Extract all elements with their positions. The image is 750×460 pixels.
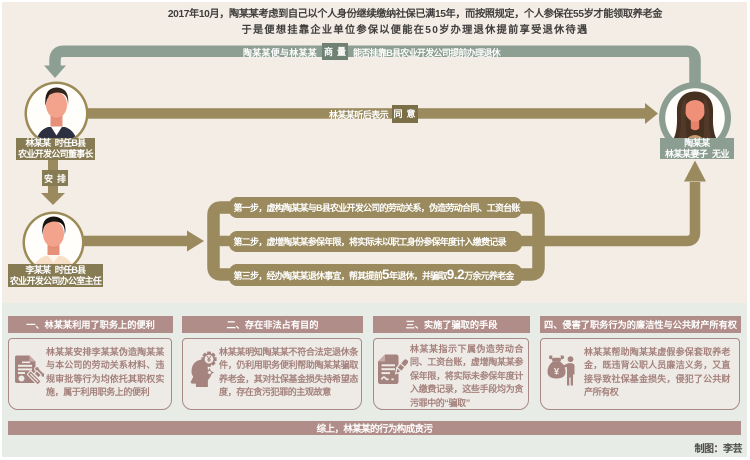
analysis-1-header: 一、林某某利用了职务上的便利 [8, 315, 173, 333]
consult-band-pre-text: 陶某某便与林某某 [243, 47, 318, 58]
label-tao-line1: 陶某某 [684, 137, 710, 148]
consult-connector-line [49, 45, 701, 86]
label-li-line1: 李某某 时任B县 [25, 264, 87, 275]
agree-tag: 同 意 [391, 104, 418, 123]
analysis-1-body: 林某某安排李某某伪造陶某某与本公司的劳动关系材料、违规审批等行为均依托其职权实施… [46, 346, 164, 398]
step-3-big-5: 5 [382, 267, 390, 282]
arrow-down-to-lin-icon [44, 65, 66, 78]
label-lin-line1: 林某某 时任B县 [25, 138, 87, 149]
intro-text: 2017年10月，陶某某考虑到自己以个人身份继续缴纳社保已满15年，而按照规定，… [80, 7, 750, 39]
intro-line-1: 2017年10月，陶某某考虑到自己以个人身份继续缴纳社保已满15年，而按照规定，… [167, 9, 663, 20]
arrow-right-to-steps-icon [187, 230, 204, 252]
credit-text: 制图：李芸 [694, 444, 743, 455]
label-tao: 陶某某 林某某妻子 无业 [660, 138, 734, 159]
avatar-tao [659, 81, 731, 159]
analysis-4-title: 四、侵害了职务行为的廉洁性与公共财产所有权 [544, 320, 737, 331]
arrange-tag: 安 排 [42, 170, 68, 186]
svg-text:¥: ¥ [207, 355, 212, 364]
step-3-big-92: 9.2 [446, 267, 465, 282]
analysis-4-header: 四、侵害了职务行为的廉洁性与公共财产所有权 [540, 315, 741, 333]
step-2-band: 第二步，虚增陶某某参保年限，将实际未以职工身份参保年度计入缴费记录 [229, 230, 522, 252]
analysis-2-title: 二、存在非法占有目的 [226, 320, 319, 331]
analysis-2-header: 二、存在非法占有目的 [182, 315, 363, 333]
arrow-up-to-tao-icon [684, 160, 706, 182]
step-3-mid: 年退休，并骗取 [389, 271, 448, 281]
document-pen-icon [377, 354, 410, 390]
li-to-steps-line [84, 235, 188, 247]
analysis-3-body: 林某某指示下属伪造劳动合同、工资台账，虚增陶某某参保年限，将实际未参保年度计入缴… [410, 343, 523, 408]
steps-left-stub [208, 235, 232, 247]
step-3-post: 万余元养老金 [464, 271, 514, 281]
step-1-text: 第一步，虚构陶某某与B县农业开发公司的劳动关系，伪造劳动合同、工资台账 [233, 203, 521, 213]
step-2-text: 第二步，虚增陶某某参保年限，将实际未以职工身份参保年度计入缴费记录 [233, 236, 507, 247]
arrow-right-to-tao-icon [645, 103, 658, 124]
arrow-down-to-li-icon [41, 193, 65, 205]
avatar-li [20, 209, 87, 281]
conclusion-band: 综上，林某某的行为构成贪污 [8, 420, 741, 435]
label-lin: 林某某 时任B县 农业开发公司董事长 [16, 138, 95, 160]
label-tao-line2: 林某某妻子 无业 [664, 148, 730, 159]
step-1-band: 第一步，虚构陶某某与B县农业开发公司的劳动关系，伪造劳动合同、工资台账 [229, 197, 522, 218]
money-bag-icon: ¥ [547, 355, 576, 391]
analysis-3-header: 三、实施了骗取的手段 [373, 315, 530, 333]
step-3-pre: 第三步，经办陶某某退休事宜，帮其提前 [233, 271, 383, 281]
analysis-1-title: 一、林某某利用了职务上的便利 [26, 320, 155, 331]
analysis-4-body: 林某某帮助陶某某虚假参保套取养老金，既违背公职人员廉洁义务，又直接导致社保基金损… [584, 346, 730, 398]
consult-band-post-text: 能否挂靠B县农业开发公司提前办理退休 [353, 47, 501, 58]
label-lin-line2: 农业开发公司董事长 [18, 149, 93, 159]
consult-tag: 商 量 [322, 43, 348, 60]
label-li: 李某某 时任B县 农业开发公司办公室主任 [8, 264, 103, 287]
agree-band-pre-text: 林某某听后表示 [329, 109, 389, 120]
stamp-document-icon [14, 355, 47, 390]
svg-text:¥: ¥ [554, 366, 560, 377]
analysis-2-body: 林某某明知陶某某不符合法定退休条件，仍利用职务便利帮助陶某某骗取养老金，其对社保… [219, 346, 358, 398]
head-gears-icon: ¥ [189, 351, 222, 392]
label-li-line2: 农业开发公司办公室主任 [9, 275, 102, 286]
analysis-3-title: 三、实施了骗取的手段 [405, 320, 498, 331]
intro-line-2: 于是便想挂靠企业单位参保以便能在50岁办理退休提前享受退休待遇 [241, 25, 589, 36]
analysis-3-box [373, 337, 529, 410]
steps-to-tao-line [520, 182, 701, 247]
agree-connector-line [88, 108, 646, 119]
